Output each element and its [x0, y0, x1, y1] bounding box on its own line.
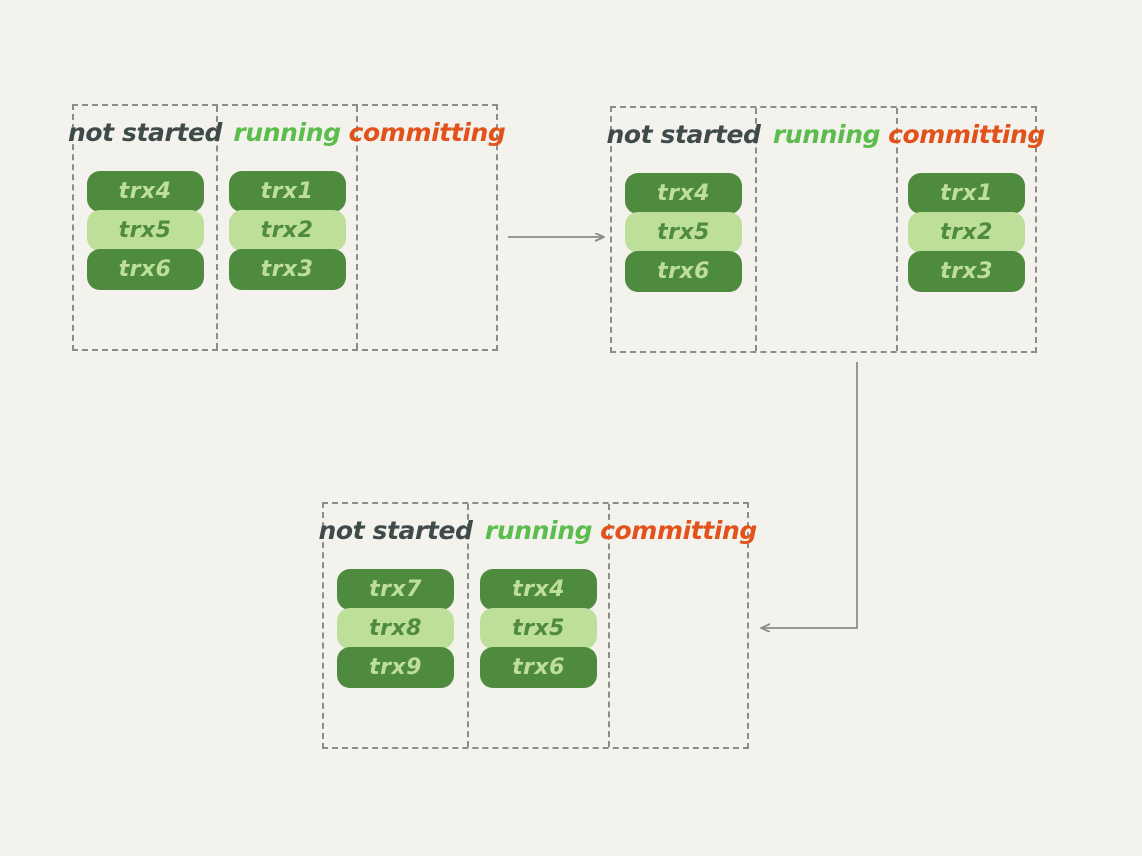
- pill-stack-committing: trx1 trx2 trx3: [908, 173, 1025, 292]
- column-running: running: [757, 108, 898, 351]
- column-committing: committing: [600, 504, 757, 747]
- transaction-pill[interactable]: trx8: [337, 608, 454, 649]
- transaction-pill[interactable]: trx2: [228, 210, 346, 251]
- column-title-committing: committing: [348, 118, 506, 147]
- transaction-pill[interactable]: trx3: [908, 251, 1025, 292]
- column-committing: committing trx1 trx2 trx3: [888, 108, 1045, 351]
- column-not-started: not started trx4 trx5 trx6: [68, 106, 222, 349]
- column-committing: committing: [349, 106, 506, 349]
- transaction-pill[interactable]: trx9: [337, 647, 454, 688]
- column-not-started: not started trx7 trx8 trx9: [318, 504, 473, 747]
- column-running: running trx1 trx2 trx3: [218, 106, 358, 349]
- transaction-pill[interactable]: trx7: [337, 569, 454, 610]
- transaction-pill[interactable]: trx5: [86, 210, 204, 251]
- panel-state-1: not started trx4 trx5 trx6 running trx1 …: [68, 104, 506, 351]
- column-title-running: running: [772, 120, 881, 149]
- pill-stack-not-started: trx4 trx5 trx6: [86, 171, 204, 290]
- column-title-not-started: not started: [318, 516, 473, 545]
- panel-state-2: not started trx4 trx5 trx6 running commi…: [606, 106, 1045, 353]
- column-title-committing: committing: [600, 516, 757, 545]
- transaction-pill[interactable]: trx4: [625, 173, 742, 214]
- transaction-pill[interactable]: trx1: [908, 173, 1025, 214]
- transaction-pill[interactable]: trx1: [228, 171, 346, 212]
- pill-stack-running: trx4 trx5 trx6: [480, 569, 597, 688]
- pill-stack-not-started: trx4 trx5 trx6: [625, 173, 742, 292]
- column-title-committing: committing: [888, 120, 1045, 149]
- transaction-pill[interactable]: trx2: [908, 212, 1025, 253]
- column-title-running: running: [484, 516, 593, 545]
- transaction-pill[interactable]: trx6: [625, 251, 742, 292]
- transaction-pill[interactable]: trx6: [480, 647, 597, 688]
- transaction-pill[interactable]: trx5: [480, 608, 597, 649]
- transaction-pill[interactable]: trx5: [625, 212, 742, 253]
- transaction-pill[interactable]: trx4: [86, 171, 204, 212]
- pill-stack-not-started: trx7 trx8 trx9: [337, 569, 454, 688]
- pill-stack-running: trx1 trx2 trx3: [228, 171, 346, 290]
- transaction-pill[interactable]: trx6: [86, 249, 204, 290]
- transaction-pill[interactable]: trx3: [228, 249, 346, 290]
- transaction-pill[interactable]: trx4: [480, 569, 597, 610]
- column-not-started: not started trx4 trx5 trx6: [606, 108, 761, 351]
- column-title-not-started: not started: [606, 120, 761, 149]
- arrow-panel2-to-panel3: [761, 362, 858, 628]
- column-running: running trx4 trx5 trx6: [469, 504, 610, 747]
- column-title-not-started: not started: [67, 118, 223, 147]
- column-title-running: running: [233, 118, 341, 147]
- panel-state-3: not started trx7 trx8 trx9 running trx4 …: [318, 502, 757, 749]
